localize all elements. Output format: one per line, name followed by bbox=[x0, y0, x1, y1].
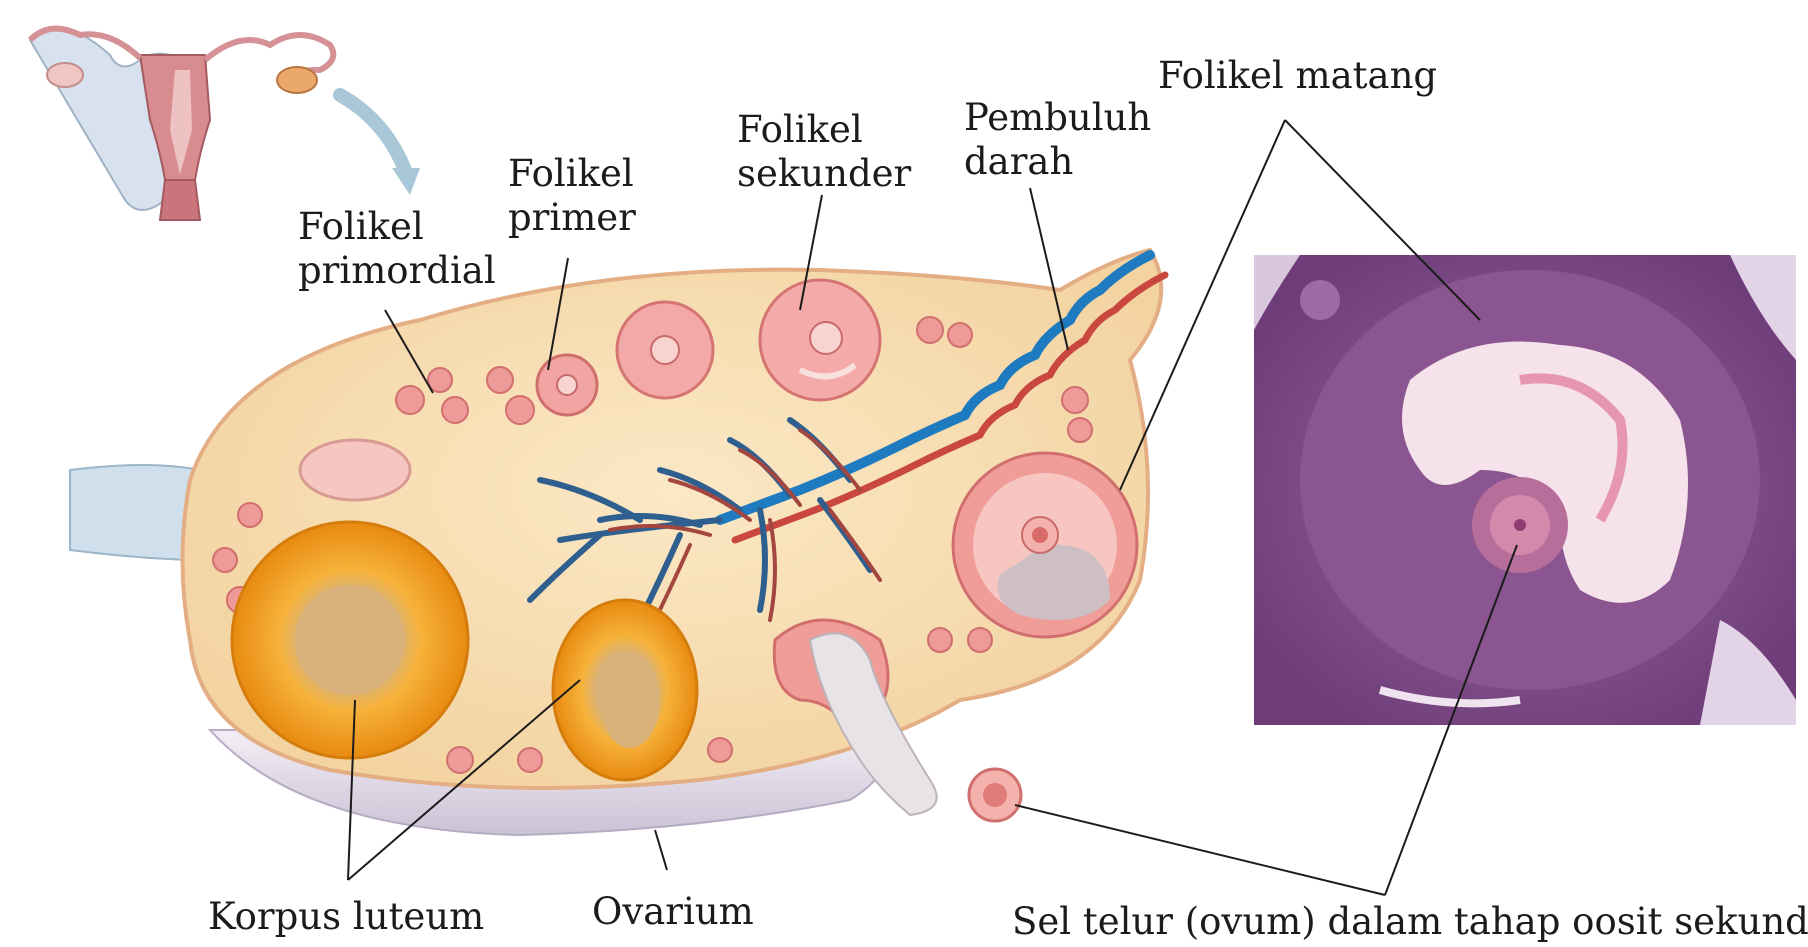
primary-follicle bbox=[537, 355, 597, 415]
label-ovarium: Ovarium bbox=[592, 890, 754, 934]
atretic-follicle bbox=[300, 440, 410, 500]
uterus-illustration bbox=[30, 28, 333, 220]
label-korpus-luteum: Korpus luteum bbox=[208, 895, 484, 939]
label-pembuluh-darah: Pembuluh darah bbox=[964, 96, 1151, 184]
arrow-curved-icon bbox=[340, 95, 420, 195]
corpus-luteum-small bbox=[553, 600, 697, 780]
corpus-luteum-large bbox=[232, 522, 468, 758]
histology-micrograph bbox=[1254, 255, 1796, 725]
label-folikel-primer: Folikel primer bbox=[508, 152, 636, 240]
label-folikel-matang: Folikel matang bbox=[1158, 54, 1437, 98]
label-folikel-primordial: Folikel primordial bbox=[298, 205, 496, 293]
label-folikel-sekunder: Folikel sekunder bbox=[737, 108, 911, 196]
mature-follicle bbox=[953, 453, 1137, 637]
label-sel-telur: Sel telur (ovum) dalam tahap oosit sekun… bbox=[1012, 900, 1808, 944]
